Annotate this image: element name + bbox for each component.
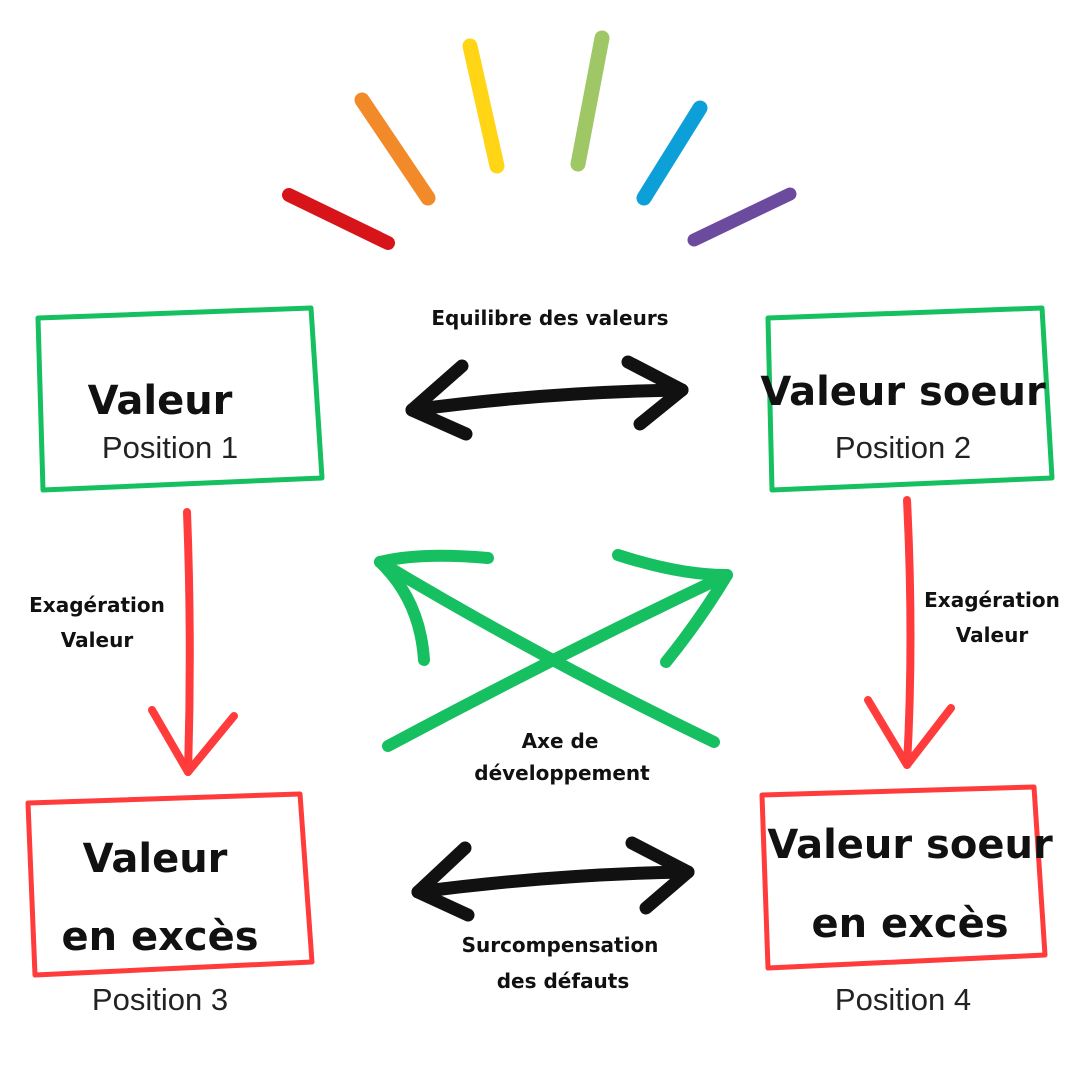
balance-arrow-left-head [405,359,473,441]
box-4-line-1: Valeur soeur [767,822,1053,868]
development-axis-label-line-1: Axe de [522,729,599,753]
development-arrow-up-left [374,556,720,748]
development-axis-arrows [374,549,733,752]
box-4-frame [759,784,1048,971]
ray-orange [354,92,436,206]
ray-yellow [462,38,505,174]
development-arrow-up-right-head [612,549,733,668]
box-1-title: Valeur [88,378,233,424]
right-exaggeration-arrow-shaft [903,496,915,769]
overcompensation-label-line-2: des défauts [497,969,630,993]
box-2-title: Valeur soeur [760,369,1046,415]
left-exaggeration-label-line-2: Valeur [61,628,134,652]
ray-purple [687,187,797,247]
box-3-frame [25,791,315,978]
left-exaggeration-arrow-shaft [183,508,194,776]
right-exaggeration-arrow-head [864,696,955,769]
ray-red [282,188,395,250]
overcompensation-arrow-left-head [411,841,475,922]
box-1-frame [35,305,325,493]
ray-blue [636,100,708,206]
overcompensation-arrow-right-head [625,836,695,915]
box-position-4: Valeur soeur en excès Position 4 [759,784,1053,1017]
right-exaggeration-arrow [864,496,955,769]
development-axis-label-line-2: développement [474,761,650,785]
balance-label: Equilibre des valeurs [431,306,668,330]
right-exaggeration-label-line-1: Exagération [924,588,1060,612]
development-arrow-up-right [382,569,733,752]
box-3-line-2: en excès [61,914,258,960]
box-position-1: Valeur Position 1 [35,305,325,493]
balance-arrow-right-head [621,355,689,431]
overcompensation-arrow-shaft [411,865,695,899]
overcompensation-arrow [411,836,695,922]
box-4-position: Position 4 [835,982,971,1017]
left-exaggeration-arrow [148,508,238,776]
balance-arrow [405,355,689,441]
left-exaggeration-label-line-1: Exagération [29,593,165,617]
box-3-position: Position 3 [92,982,228,1017]
balance-arrow-shaft [405,383,689,417]
box-2-frame [765,305,1055,493]
overcompensation-label-line-1: Surcompensation [462,933,659,957]
box-position-3: Valeur en excès Position 3 [25,791,315,1017]
ray-green [570,30,610,172]
left-exaggeration-arrow-head [148,706,238,776]
right-exaggeration-label-line-2: Valeur [956,623,1029,647]
box-2-position: Position 2 [835,430,971,465]
development-arrow-up-left-head [374,549,494,666]
rainbow-rays [282,30,797,250]
box-3-line-1: Valeur [83,836,228,882]
box-position-2: Valeur soeur Position 2 [760,305,1055,493]
box-1-position: Position 1 [102,430,238,465]
box-4-line-2: en excès [811,901,1008,947]
